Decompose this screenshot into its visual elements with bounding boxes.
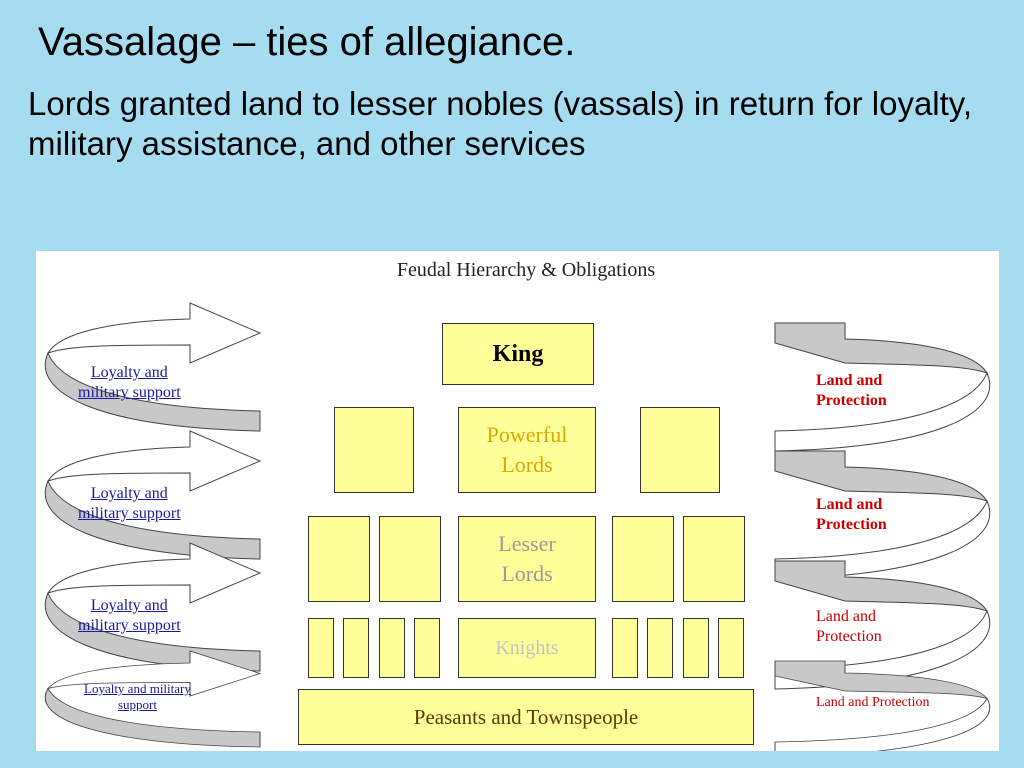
left-arrow-label-2: Loyalty and military support bbox=[78, 484, 181, 522]
lesser-lords-line-2: Lords bbox=[501, 561, 553, 586]
right-arrow-label-3-line-2: Protection bbox=[816, 628, 882, 645]
left-arrow-label-3: Loyalty and military support bbox=[78, 596, 181, 634]
lesser-lords-box: Lesser Lords bbox=[458, 516, 596, 602]
left-arrow-4 bbox=[44, 650, 262, 748]
knights-label: Knights bbox=[495, 636, 559, 659]
left-arrow-label-3-line-2: military support bbox=[78, 617, 181, 634]
slide-title: Vassalage – ties of allegiance. bbox=[38, 20, 576, 64]
left-arrow-1 bbox=[44, 302, 262, 432]
left-arrow-label-4-line-1: Loyalty and military bbox=[84, 681, 191, 696]
left-arrow-label-3-line-1: Loyalty and bbox=[90, 597, 168, 614]
right-arrow-label-1-line-2: Protection bbox=[816, 392, 887, 409]
left-arrow-label-1: Loyalty and military support bbox=[78, 363, 181, 403]
lesser-lords-line-1: Lesser bbox=[498, 531, 556, 556]
king-label: King bbox=[492, 340, 544, 367]
feudal-diagram: Feudal Hierarchy & Obligations King Powe… bbox=[36, 251, 999, 751]
powerful-lord-box-right bbox=[640, 407, 720, 493]
slide-body-text: Lords granted land to lesser nobles (vas… bbox=[28, 85, 973, 162]
left-arrow-label-2-line-2: military support bbox=[78, 505, 181, 522]
lesser-lord-box-1 bbox=[308, 516, 370, 602]
knight-box-6 bbox=[647, 618, 673, 678]
left-arrow-2 bbox=[44, 430, 262, 560]
peasants-label: Peasants and Townspeople bbox=[413, 704, 639, 729]
lesser-lord-box-3 bbox=[612, 516, 674, 602]
knight-box-2 bbox=[343, 618, 369, 678]
right-arrow-label-3-line-1: Land and bbox=[816, 608, 876, 625]
lesser-lord-box-2 bbox=[379, 516, 441, 602]
right-arrow-label-4: Land and Protection bbox=[816, 693, 930, 713]
powerful-lord-box-left bbox=[334, 407, 414, 493]
knight-box-7 bbox=[683, 618, 709, 678]
knight-box-3 bbox=[379, 618, 405, 678]
right-arrow-label-3: Land and Protection bbox=[816, 607, 882, 647]
left-arrow-label-4: Loyalty and military support bbox=[84, 681, 191, 711]
peasants-box: Peasants and Townspeople bbox=[298, 689, 754, 745]
right-arrow-4 bbox=[774, 660, 991, 751]
left-arrow-label-1-line-2: military support bbox=[78, 384, 181, 401]
diagram-title: Feudal Hierarchy & Obligations bbox=[396, 259, 656, 281]
right-arrow-label-2-line-1: Land and bbox=[816, 496, 883, 513]
knight-box-8 bbox=[718, 618, 744, 678]
right-arrow-label-2: Land and Protection bbox=[816, 495, 887, 535]
right-arrow-label-1: Land and Protection bbox=[816, 371, 887, 411]
knight-box-4 bbox=[414, 618, 440, 678]
left-arrow-label-1-line-1: Loyalty and bbox=[90, 364, 168, 381]
right-arrow-label-4-line-1: Land and Protection bbox=[816, 695, 930, 710]
left-arrow-label-4-line-2: support bbox=[117, 697, 157, 711]
right-arrow-label-2-line-2: Protection bbox=[816, 516, 887, 533]
left-arrow-3 bbox=[44, 542, 262, 672]
knights-box: Knights bbox=[458, 618, 596, 678]
king-box: King bbox=[442, 323, 594, 385]
right-arrow-label-1-line-1: Land and bbox=[816, 372, 883, 389]
lesser-lord-box-4 bbox=[683, 516, 745, 602]
knight-box-5 bbox=[612, 618, 638, 678]
powerful-lords-box: Powerful Lords bbox=[458, 407, 596, 493]
left-arrow-label-2-line-1: Loyalty and bbox=[90, 485, 168, 502]
powerful-lords-line-1: Powerful bbox=[486, 422, 568, 447]
powerful-lords-line-2: Lords bbox=[501, 452, 553, 477]
arrow-layer bbox=[44, 302, 991, 751]
knight-box-1 bbox=[308, 618, 334, 678]
